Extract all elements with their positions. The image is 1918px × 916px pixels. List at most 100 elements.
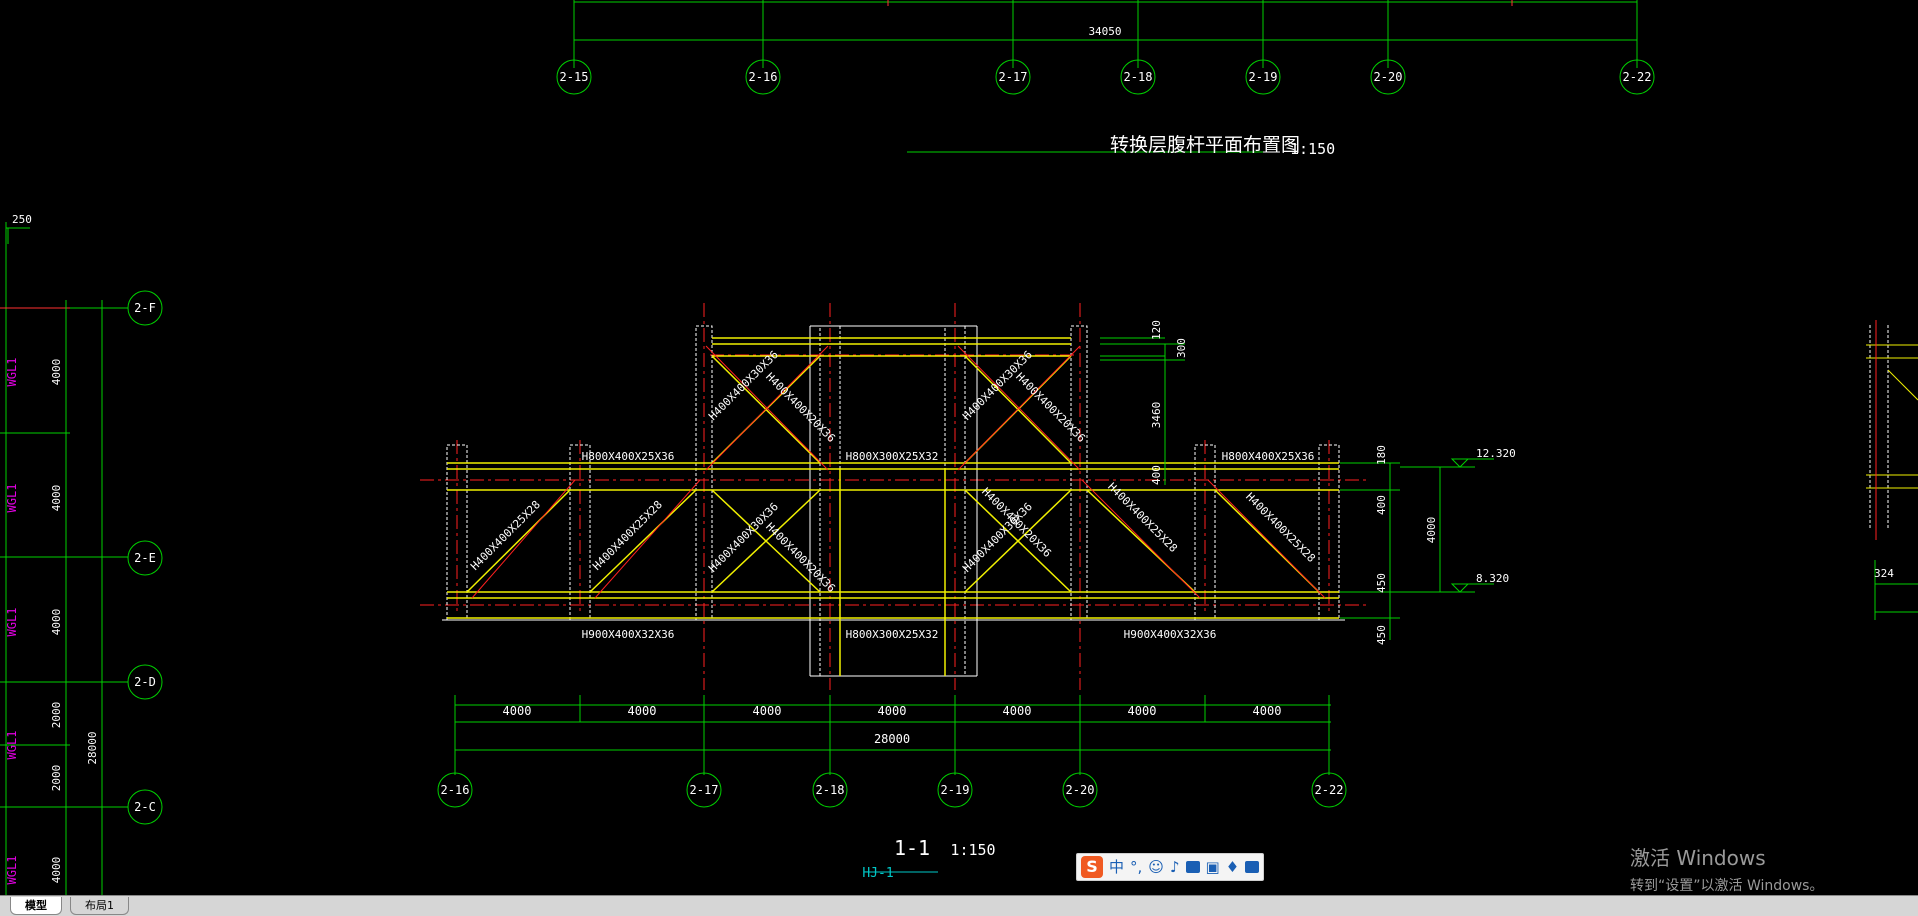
rdim-300: 300	[1175, 338, 1188, 358]
section-axis-0-bubble	[437, 772, 473, 808]
section-total-dim: 28000	[874, 732, 910, 746]
ime-toolbar[interactable]: S 中 °, ☺ ♪ ▣ ♦	[1076, 853, 1265, 881]
brace-label-b1: H400X400X25X28	[468, 498, 543, 573]
top-axis-5-label: 2-20	[1374, 70, 1403, 84]
left-member-4: WGL1	[5, 856, 19, 885]
rdim-400a: 400	[1150, 465, 1163, 485]
bay-dim-1: 4000	[628, 704, 657, 718]
bay-dim-5: 4000	[1128, 704, 1157, 718]
section-sub-label: HJ-1	[862, 866, 893, 881]
top-axis-3-bubble	[1120, 59, 1156, 95]
top-axis-1-bubble	[745, 59, 781, 95]
beam-top-left: H800X400X25X36	[582, 450, 675, 463]
left-member-1: WGL1	[5, 484, 19, 513]
section-axis-4-label: 2-20	[1066, 783, 1095, 797]
section-axis-2-bubble	[812, 772, 848, 808]
left-dim-0: 4000	[50, 359, 63, 386]
section-axis-0-label: 2-16	[441, 783, 470, 797]
layout-tab-bar: 模型 布局1	[0, 895, 1918, 916]
microphone-icon[interactable]: ♪	[1169, 858, 1180, 876]
brace-label-b6: H400X400X20X36	[763, 520, 838, 595]
rdim-400b: 400	[1375, 495, 1388, 515]
left-axis-2-label: 2-D	[134, 675, 156, 689]
rdim-3460: 3460	[1150, 402, 1163, 429]
rdim-450a: 450	[1375, 573, 1388, 593]
section-axis-5-bubble	[1311, 772, 1347, 808]
beam-top-mid: H800X300X25X32	[846, 450, 939, 463]
skin-icon[interactable]: ♦	[1225, 858, 1240, 876]
left-dim-2: 4000	[50, 609, 63, 636]
brace-label-b8: H400X400X20X36	[1013, 370, 1088, 445]
windows-activation-watermark: 激活 Windows 转到“设置”以激活 Windows。	[1630, 842, 1823, 895]
tab-model[interactable]: 模型	[10, 897, 62, 915]
beam-bottom-right: H900X400X32X36	[1124, 628, 1217, 641]
tab-layout1[interactable]: 布局1	[70, 897, 129, 915]
left-axis-0-label: 2-F	[134, 301, 156, 315]
right-partial-view	[1866, 320, 1918, 620]
top-plan-total-dim: 34050	[1088, 25, 1121, 38]
top-plan-scale: 1:150	[1290, 140, 1335, 158]
sogou-logo-icon[interactable]: S	[1081, 856, 1103, 878]
bay-dim-2: 4000	[753, 704, 782, 718]
top-axis-6-bubble	[1619, 59, 1655, 95]
cad-drawing-canvas[interactable]: 2-15 2-16 2-17 2-18 2-19 2-20 2-22 34050 转换层腹杆平面…	[0, 0, 1918, 895]
section-axis-5-label: 2-22	[1315, 783, 1344, 797]
top-axis-4-label: 2-19	[1249, 70, 1278, 84]
section-1-1	[420, 303, 1494, 873]
top-axis-0-label: 2-15	[560, 70, 589, 84]
beam-bottom-mid: H800X300X25X32	[846, 628, 939, 641]
left-dim-4: 2000	[50, 765, 63, 792]
bay-dim-4: 4000	[1003, 704, 1032, 718]
left-axis-0-bubble	[127, 290, 163, 326]
ime-language-toggle[interactable]: 中	[1109, 858, 1125, 876]
top-axis-1-label: 2-16	[749, 70, 778, 84]
bay-dim-6: 4000	[1253, 704, 1282, 718]
top-axis-6-label: 2-22	[1623, 70, 1652, 84]
left-dim-5: 4000	[50, 857, 63, 884]
top-axis-2-bubble	[995, 59, 1031, 95]
top-plan-title: 转换层腹杆平面布置图	[1110, 134, 1300, 156]
section-axis-1-bubble	[686, 772, 722, 808]
top-axis-5-bubble	[1370, 59, 1406, 95]
rdim-180: 180	[1375, 445, 1388, 465]
left-member-0: WGL1	[5, 358, 19, 387]
left-total-dim: 28000	[86, 731, 99, 764]
section-axis-2-label: 2-18	[816, 783, 845, 797]
left-axis-3-label: 2-C	[134, 800, 156, 814]
rdim-120: 120	[1150, 320, 1163, 340]
top-plan	[573, 0, 1638, 153]
left-elevation-view	[0, 222, 128, 895]
watermark-line2: 转到“设置”以激活 Windows。	[1630, 878, 1824, 894]
left-axis-2-bubble	[127, 664, 163, 700]
beam-top-right: H800X400X25X36	[1222, 450, 1315, 463]
section-axis-4-bubble	[1062, 772, 1098, 808]
left-dim-250: 250	[12, 213, 32, 226]
emoji-icon[interactable]: ☺	[1148, 858, 1164, 876]
elevation-bottom: 8.320	[1476, 572, 1509, 585]
ime-punctuation-toggle[interactable]: °,	[1130, 858, 1143, 876]
left-dim-3: 2000	[50, 702, 63, 729]
toolbox-icon[interactable]: ▣	[1205, 858, 1220, 876]
section-title: 1-1	[894, 836, 930, 860]
left-axis-1-bubble	[127, 540, 163, 576]
keyboard-icon[interactable]	[1185, 861, 1200, 873]
section-axis-3-label: 2-19	[941, 783, 970, 797]
left-dim-1: 4000	[50, 485, 63, 512]
left-member-2: WGL1	[5, 608, 19, 637]
grid-menu-icon[interactable]	[1245, 861, 1260, 873]
brace-label-b4: H400X400X20X36	[763, 370, 838, 445]
top-axis-2-label: 2-17	[999, 70, 1028, 84]
watermark-line1: 激活 Windows	[1630, 846, 1766, 870]
left-axis-1-label: 2-E	[134, 551, 156, 565]
section-axis-3-bubble	[937, 772, 973, 808]
rdim-450b: 450	[1375, 625, 1388, 645]
left-axis-3-bubble	[127, 789, 163, 825]
top-axis-4-bubble	[1245, 59, 1281, 95]
top-axis-3-label: 2-18	[1124, 70, 1153, 84]
bay-dim-0: 4000	[503, 704, 532, 718]
section-axis-1-label: 2-17	[690, 783, 719, 797]
elevation-top: 12.320	[1476, 447, 1516, 460]
top-axis-0-bubble	[556, 59, 592, 95]
left-member-3: WGL1	[5, 731, 19, 760]
beam-bottom-left: H900X400X32X36	[582, 628, 675, 641]
